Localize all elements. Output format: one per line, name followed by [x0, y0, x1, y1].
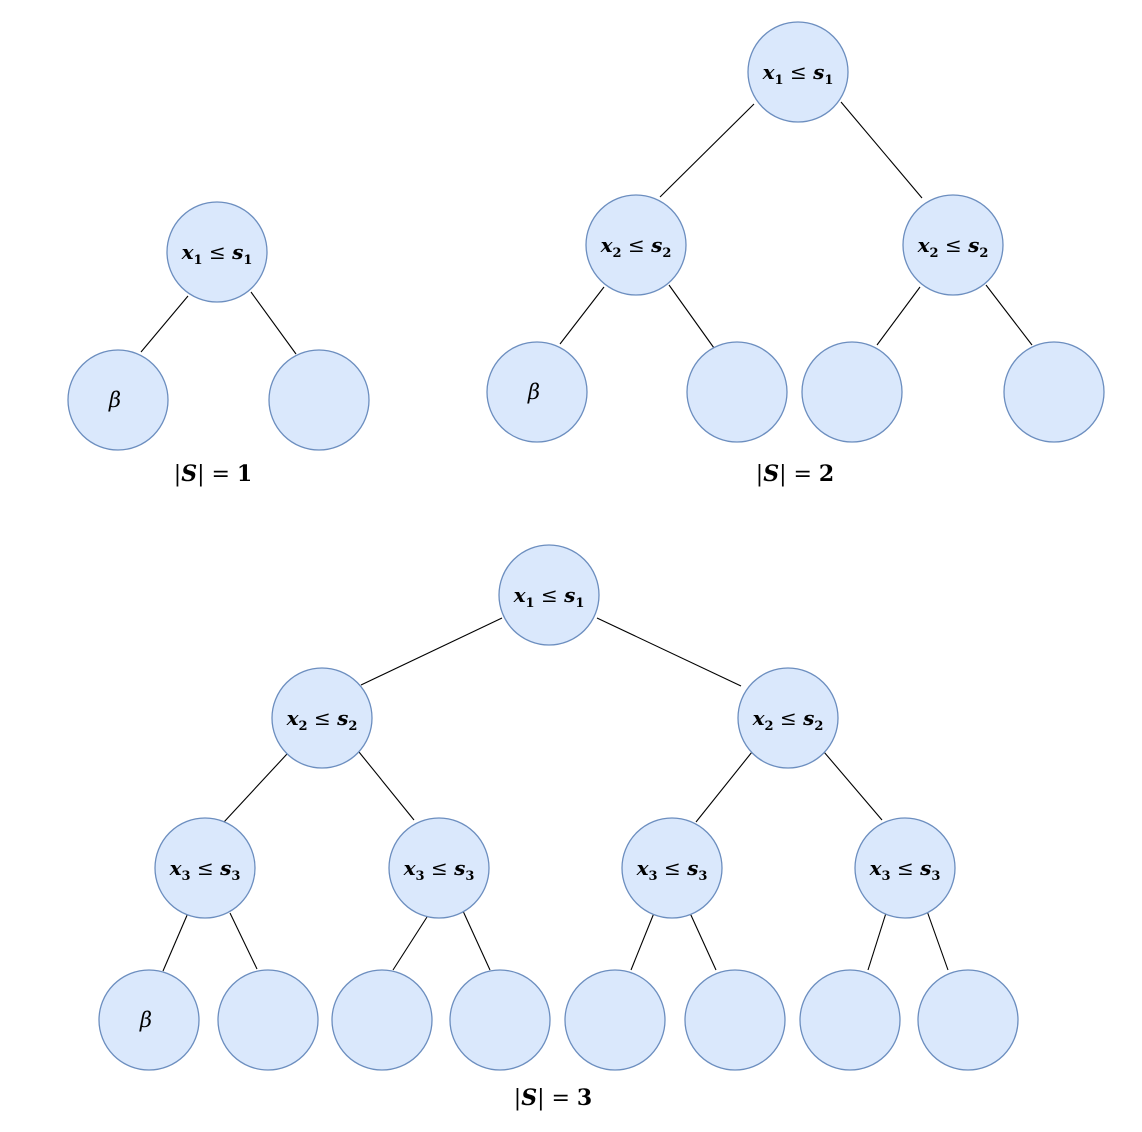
split-node: x3 ≤ s3 [154, 817, 256, 919]
node-circle [449, 969, 551, 1071]
node-circle [621, 817, 723, 919]
node-circle [98, 969, 200, 1071]
split-condition-label: x1 ≤ s1 [513, 583, 585, 611]
node-circle [585, 194, 687, 296]
leaf-node [684, 969, 786, 1071]
split-condition-label: x2 ≤ s2 [600, 233, 672, 261]
node-circle [271, 667, 373, 769]
node-circle [331, 969, 433, 1071]
tree-edge [689, 912, 717, 971]
tree-edge [392, 916, 428, 971]
tree-edge [985, 284, 1033, 346]
leaf-node [268, 349, 370, 451]
tree-size-caption: |S| = 1 [174, 461, 252, 487]
leaf-node [686, 341, 788, 443]
split-condition-label: x1 ≤ s1 [181, 240, 253, 268]
node-circle [564, 969, 666, 1071]
beta-leaf-label: β [108, 388, 121, 412]
tree-edge [559, 286, 605, 345]
leaf-node [217, 969, 319, 1071]
leaf-node [799, 969, 901, 1071]
node-circle [917, 969, 1019, 1071]
tree-edge [360, 617, 503, 686]
node-circle [268, 349, 370, 451]
tree-size-caption: |S| = 2 [756, 461, 834, 487]
nodes-layer: x1 ≤ s1 β x1 ≤ s1 x2 ≤ s2 x2 ≤ s2 β x1 ≤ s1 x2 … [67, 21, 1105, 1071]
leaf-node [564, 969, 666, 1071]
node-circle [799, 969, 901, 1071]
tree-edge [358, 751, 415, 821]
leaf-node [917, 969, 1019, 1071]
node-circle [747, 21, 849, 123]
tree-edge [867, 912, 887, 971]
beta-leaf-label: β [139, 1008, 152, 1032]
node-circle [67, 349, 169, 451]
split-node: x1 ≤ s1 [747, 21, 849, 123]
split-node: x3 ≤ s3 [621, 817, 723, 919]
split-condition-label: x3 ≤ s3 [636, 856, 708, 884]
split-node: x2 ≤ s2 [585, 194, 687, 296]
split-node: x2 ≤ s2 [902, 194, 1004, 296]
split-condition-label: x2 ≤ s2 [917, 233, 989, 261]
split-condition-label: x2 ≤ s2 [752, 706, 824, 734]
leaf-node [331, 969, 433, 1071]
node-circle [686, 341, 788, 443]
tree-edge [695, 751, 753, 823]
leaf-node [1003, 341, 1105, 443]
node-circle [154, 817, 256, 919]
node-circle [498, 544, 600, 646]
split-node: x1 ≤ s1 [166, 201, 268, 303]
leaf-node: β [98, 969, 200, 1071]
node-circle [1003, 341, 1105, 443]
tree-edge [630, 912, 655, 971]
captions-layer: |S| = 1 |S| = 2 |S| = 3 [174, 461, 834, 1111]
tree-edge [876, 286, 921, 346]
tree-edge [840, 101, 923, 199]
node-circle [217, 969, 319, 1071]
leaf-node: β [67, 349, 169, 451]
node-circle [388, 817, 490, 919]
tree-size-caption: |S| = 3 [514, 1085, 592, 1111]
split-node: x3 ≤ s3 [854, 817, 956, 919]
tree-edge [140, 295, 189, 353]
node-circle [902, 194, 1004, 296]
tree-edge [162, 912, 189, 972]
node-circle [166, 201, 268, 303]
node-circle [737, 667, 839, 769]
split-condition-label: x3 ≤ s3 [169, 856, 241, 884]
node-circle [684, 969, 786, 1071]
node-circle [486, 341, 588, 443]
beta-leaf-label: β [527, 380, 540, 404]
split-condition-label: x1 ≤ s1 [762, 60, 834, 88]
leaf-node [801, 341, 903, 443]
node-circle [801, 341, 903, 443]
leaf-node: β [486, 341, 588, 443]
split-condition-label: x2 ≤ s2 [286, 706, 358, 734]
tree-edge [229, 912, 258, 970]
tree-edge [250, 291, 297, 355]
edges-layer [140, 101, 1033, 972]
tree-edge [462, 910, 491, 971]
tree-edge [926, 910, 949, 971]
node-circle [854, 817, 956, 919]
split-node: x2 ≤ s2 [271, 667, 373, 769]
leaf-node [449, 969, 551, 1071]
split-node: x3 ≤ s3 [388, 817, 490, 919]
split-node: x2 ≤ s2 [737, 667, 839, 769]
tree-edge [823, 751, 883, 821]
split-condition-label: x3 ≤ s3 [869, 856, 941, 884]
tree-edge [596, 617, 742, 687]
split-node: x1 ≤ s1 [498, 544, 600, 646]
tree-edge [659, 103, 755, 198]
tree-edge [223, 753, 288, 823]
tree-edge [668, 284, 715, 349]
split-condition-label: x3 ≤ s3 [403, 856, 475, 884]
